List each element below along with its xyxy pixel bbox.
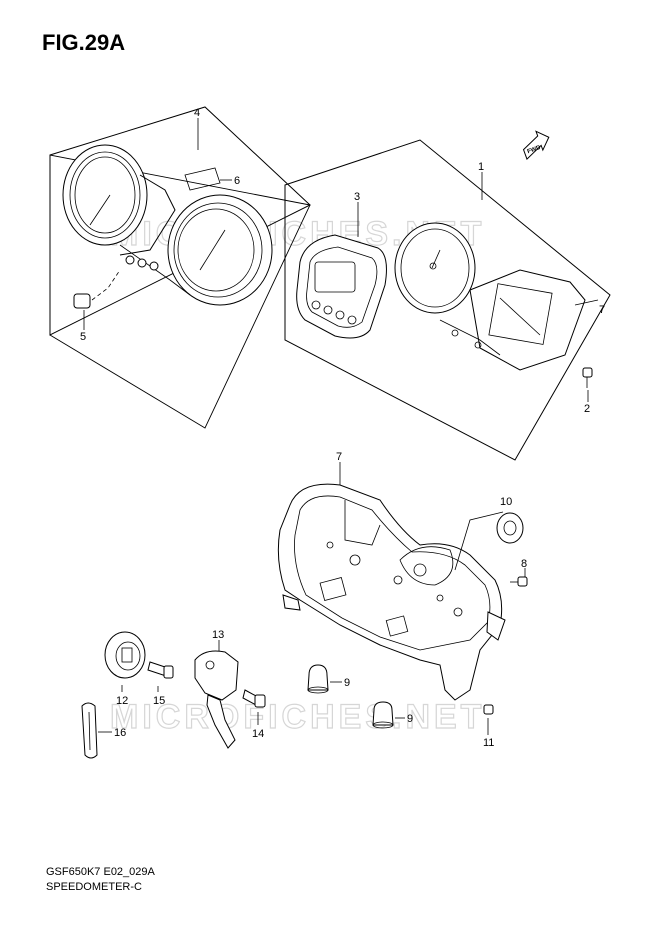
- callout-14: 14: [252, 728, 264, 740]
- callout-4: 4: [194, 107, 200, 119]
- meter-cover: [62, 144, 273, 306]
- meter-assembly-part-1: [394, 222, 586, 371]
- callout-3: 3: [354, 191, 360, 203]
- clamp-part-16: [81, 702, 98, 759]
- callout-6: 6: [234, 175, 240, 187]
- callout-8: 8: [521, 558, 527, 570]
- bulb-part-5: [73, 269, 121, 309]
- leader-lines: [83, 118, 599, 735]
- figure-name: SPEEDOMETER-C: [46, 881, 142, 893]
- bolt-part-14: [242, 689, 266, 708]
- socket-part-12: [104, 631, 146, 679]
- gasket-part-3: [296, 234, 387, 339]
- callout-15: 15: [153, 695, 165, 707]
- callout-11: 11: [483, 737, 494, 749]
- screw-part-11: [483, 704, 494, 715]
- callout-9-b: 9: [407, 713, 413, 725]
- screw-part-15: [147, 661, 174, 679]
- callout-13: 13: [212, 629, 224, 641]
- screw-part-8: [510, 576, 528, 587]
- watermark-bottom: MICROFICHES.NET: [110, 698, 485, 736]
- callout-10: 10: [500, 496, 512, 508]
- figure-title: FIG.29A: [42, 30, 126, 55]
- callout-7-top: 7: [599, 304, 605, 316]
- box-left-frame: [49, 154, 311, 429]
- rubber-part-9-b: [372, 701, 394, 729]
- socket-part-10: [496, 512, 524, 544]
- callout-9-a: 9: [344, 677, 350, 689]
- fwd-label: FWD: [527, 145, 543, 156]
- callout-12: 12: [116, 695, 128, 707]
- rubber-part-9-a: [307, 664, 329, 694]
- callout-1: 1: [478, 161, 484, 173]
- meter-case-part-7: [277, 483, 506, 701]
- callout-7-case: 7: [336, 451, 342, 463]
- callout-2: 2: [584, 403, 590, 415]
- fwd-arrow-icon: FWD: [522, 130, 550, 160]
- bracket-part-13: [194, 650, 239, 749]
- callout-16: 16: [114, 727, 126, 739]
- box-right-outline: [284, 139, 611, 461]
- figure-code: GSF650K7 E02_029A: [46, 866, 155, 878]
- screw-part-2: [582, 367, 593, 388]
- callout-5: 5: [80, 331, 86, 343]
